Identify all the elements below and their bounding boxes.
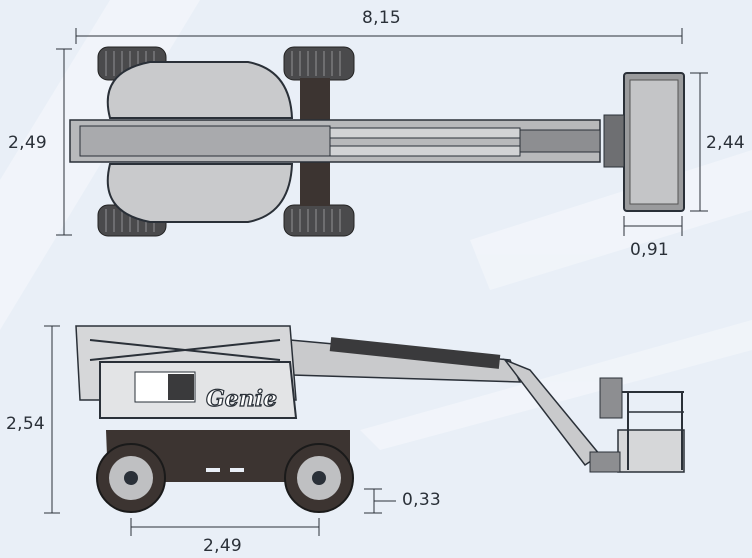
- side-platform: [589, 377, 685, 473]
- side-view: Genie: [44, 325, 685, 536]
- ground-clearance-label: 0,33: [402, 490, 442, 510]
- top-width-label: 2,49: [8, 133, 48, 153]
- top-turntable: [106, 61, 294, 119]
- side-wheels: [96, 443, 354, 513]
- platform-length-label: 2,44: [706, 133, 746, 153]
- top-view: [56, 28, 708, 237]
- stowed-height-label: 2,54: [6, 414, 46, 434]
- wheelbase-label: 2,49: [203, 536, 243, 556]
- platform-width-label: 0,91: [630, 240, 670, 260]
- brand-logo: Genie: [206, 386, 277, 412]
- overall-length-label: 8,15: [362, 8, 402, 28]
